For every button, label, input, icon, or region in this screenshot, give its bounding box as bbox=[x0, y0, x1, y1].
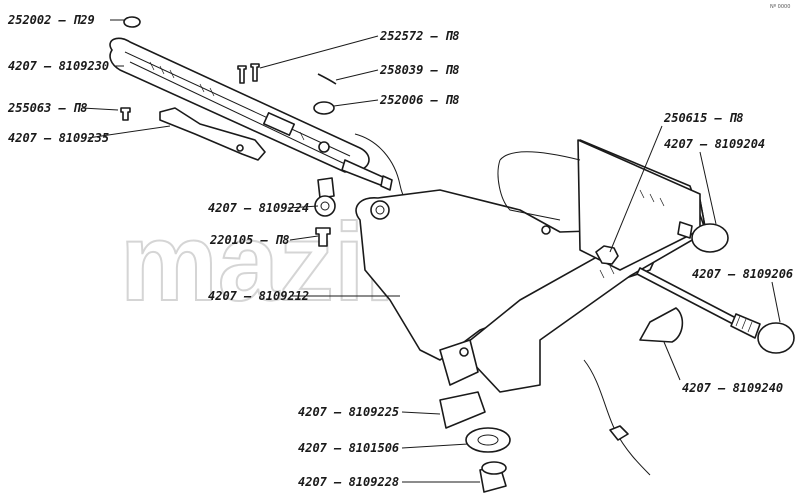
knob-8109240 bbox=[639, 307, 684, 343]
label-4207-8109224: 4207 – 8109224 bbox=[208, 201, 309, 215]
label-4207-8109240: 4207 – 8109240 bbox=[682, 381, 783, 395]
knob-8109206 bbox=[636, 267, 795, 354]
label-4207-8109206: 4207 – 8109206 bbox=[692, 267, 793, 281]
main-frame bbox=[355, 139, 707, 393]
pins-252572 bbox=[237, 63, 260, 84]
label-4207-8109204: 4207 – 8109204 bbox=[664, 137, 765, 151]
screw-220105 bbox=[315, 227, 331, 247]
washer-252006 bbox=[313, 101, 335, 115]
plate-8109225 bbox=[439, 391, 486, 429]
clamp-8109224 bbox=[314, 177, 336, 217]
callout-labels: 252002 – П29 4207 – 8109230 255063 – П8 … bbox=[7, 13, 793, 489]
grommet-8101506 bbox=[465, 427, 511, 453]
label-4207-8101506: 4207 – 8101506 bbox=[298, 441, 399, 455]
nut-250615 bbox=[595, 245, 619, 265]
screw-255063 bbox=[120, 107, 131, 121]
label-4207-8109212: 4207 – 8109212 bbox=[208, 289, 309, 303]
bushing-8109228 bbox=[479, 461, 507, 493]
leader-lines bbox=[81, 19, 781, 483]
bracket-8109235 bbox=[159, 107, 266, 161]
label-252002: 252002 – П29 bbox=[7, 13, 95, 27]
label-4207-8109225: 4207 – 8109225 bbox=[298, 405, 399, 419]
cable-clip bbox=[609, 425, 629, 441]
label-258039: 258039 – П8 bbox=[379, 63, 459, 77]
spring-258039 bbox=[317, 73, 337, 85]
label-252572: 252572 – П8 bbox=[379, 29, 459, 43]
label-252006: 252006 – П8 bbox=[379, 93, 459, 107]
label-4207-8109235: 4207 – 8109235 bbox=[8, 131, 109, 145]
washer-252002 bbox=[123, 16, 141, 28]
label-4207-8109228: 4207 – 8109228 bbox=[298, 475, 399, 489]
label-255063: 255063 – П8 bbox=[7, 101, 87, 115]
label-250615: 250615 – П8 bbox=[663, 111, 743, 125]
corner-mark: Nº 0000 bbox=[770, 4, 790, 10]
label-220105: 220105 – П8 bbox=[209, 233, 289, 247]
cable-lower bbox=[583, 359, 651, 476]
lever-arm bbox=[109, 37, 393, 191]
knob-8109204 bbox=[677, 221, 729, 253]
label-4207-8109230: 4207 – 8109230 bbox=[8, 59, 109, 73]
